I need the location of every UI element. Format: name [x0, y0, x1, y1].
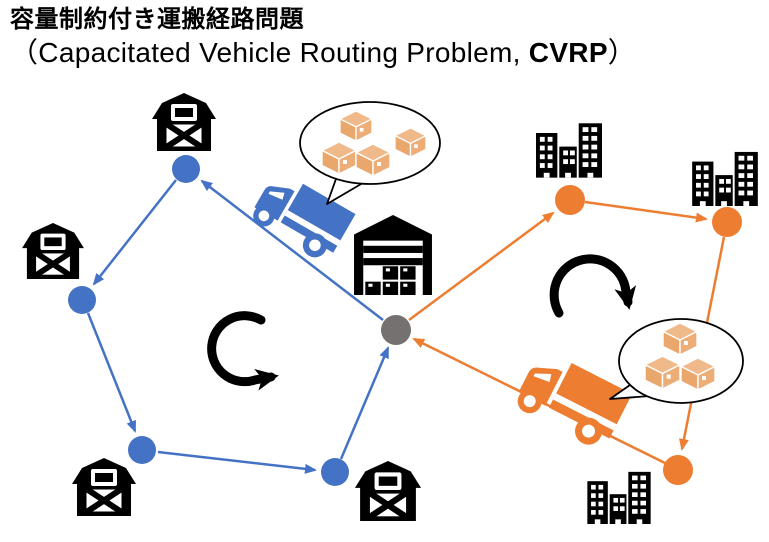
title-english-suffix: ） [607, 37, 637, 68]
barn-icon [22, 223, 84, 279]
clockwise-rotation-icon [549, 254, 637, 318]
city-node-3 [663, 455, 693, 485]
cargo-bubble-blue [299, 101, 441, 205]
title-english-prefix: （Capacitated Vehicle Routing Problem, [10, 37, 529, 68]
title-japanese: 容量制約付き運搬経路問題 [10, 6, 304, 33]
edge-depot-to-farm1 [200, 179, 384, 321]
warehouse-icon [354, 215, 432, 295]
farm-route-nodes [68, 155, 349, 486]
city-node-2 [712, 207, 742, 237]
edge-farm4-to-depot [339, 346, 390, 460]
title-english: （Capacitated Vehicle Routing Problem, CV… [10, 35, 636, 70]
edge-depot-to-city1 [408, 211, 555, 322]
edge-city1-to-city2 [584, 200, 708, 223]
farm-node-3 [128, 436, 156, 464]
buildings-icon [536, 123, 602, 178]
counterclockwise-rotation-icon [207, 311, 279, 391]
barn-icon [72, 458, 136, 516]
edge-farm1-to-farm2 [92, 179, 177, 286]
buildings-icon [692, 151, 758, 206]
title-english-acronym: CVRP [528, 37, 608, 68]
city-route-nodes [555, 185, 742, 485]
edge-farm2-to-farm3 [86, 312, 137, 433]
buildings-icon [587, 471, 651, 524]
cargo-bubble-orange [609, 318, 744, 404]
edge-farm3-to-farm4 [157, 450, 317, 474]
page-title: 容量制約付き運搬経路問題 （Capacitated Vehicle Routin… [10, 5, 636, 70]
farm-node-2 [68, 286, 96, 314]
depot-node [381, 315, 411, 345]
barn-icon [355, 461, 421, 521]
city-node-1 [555, 185, 585, 215]
farm-node-4 [321, 458, 349, 486]
farm-node-1 [172, 155, 200, 183]
farm-route-edges [86, 179, 390, 474]
barn-icon [152, 93, 216, 151]
